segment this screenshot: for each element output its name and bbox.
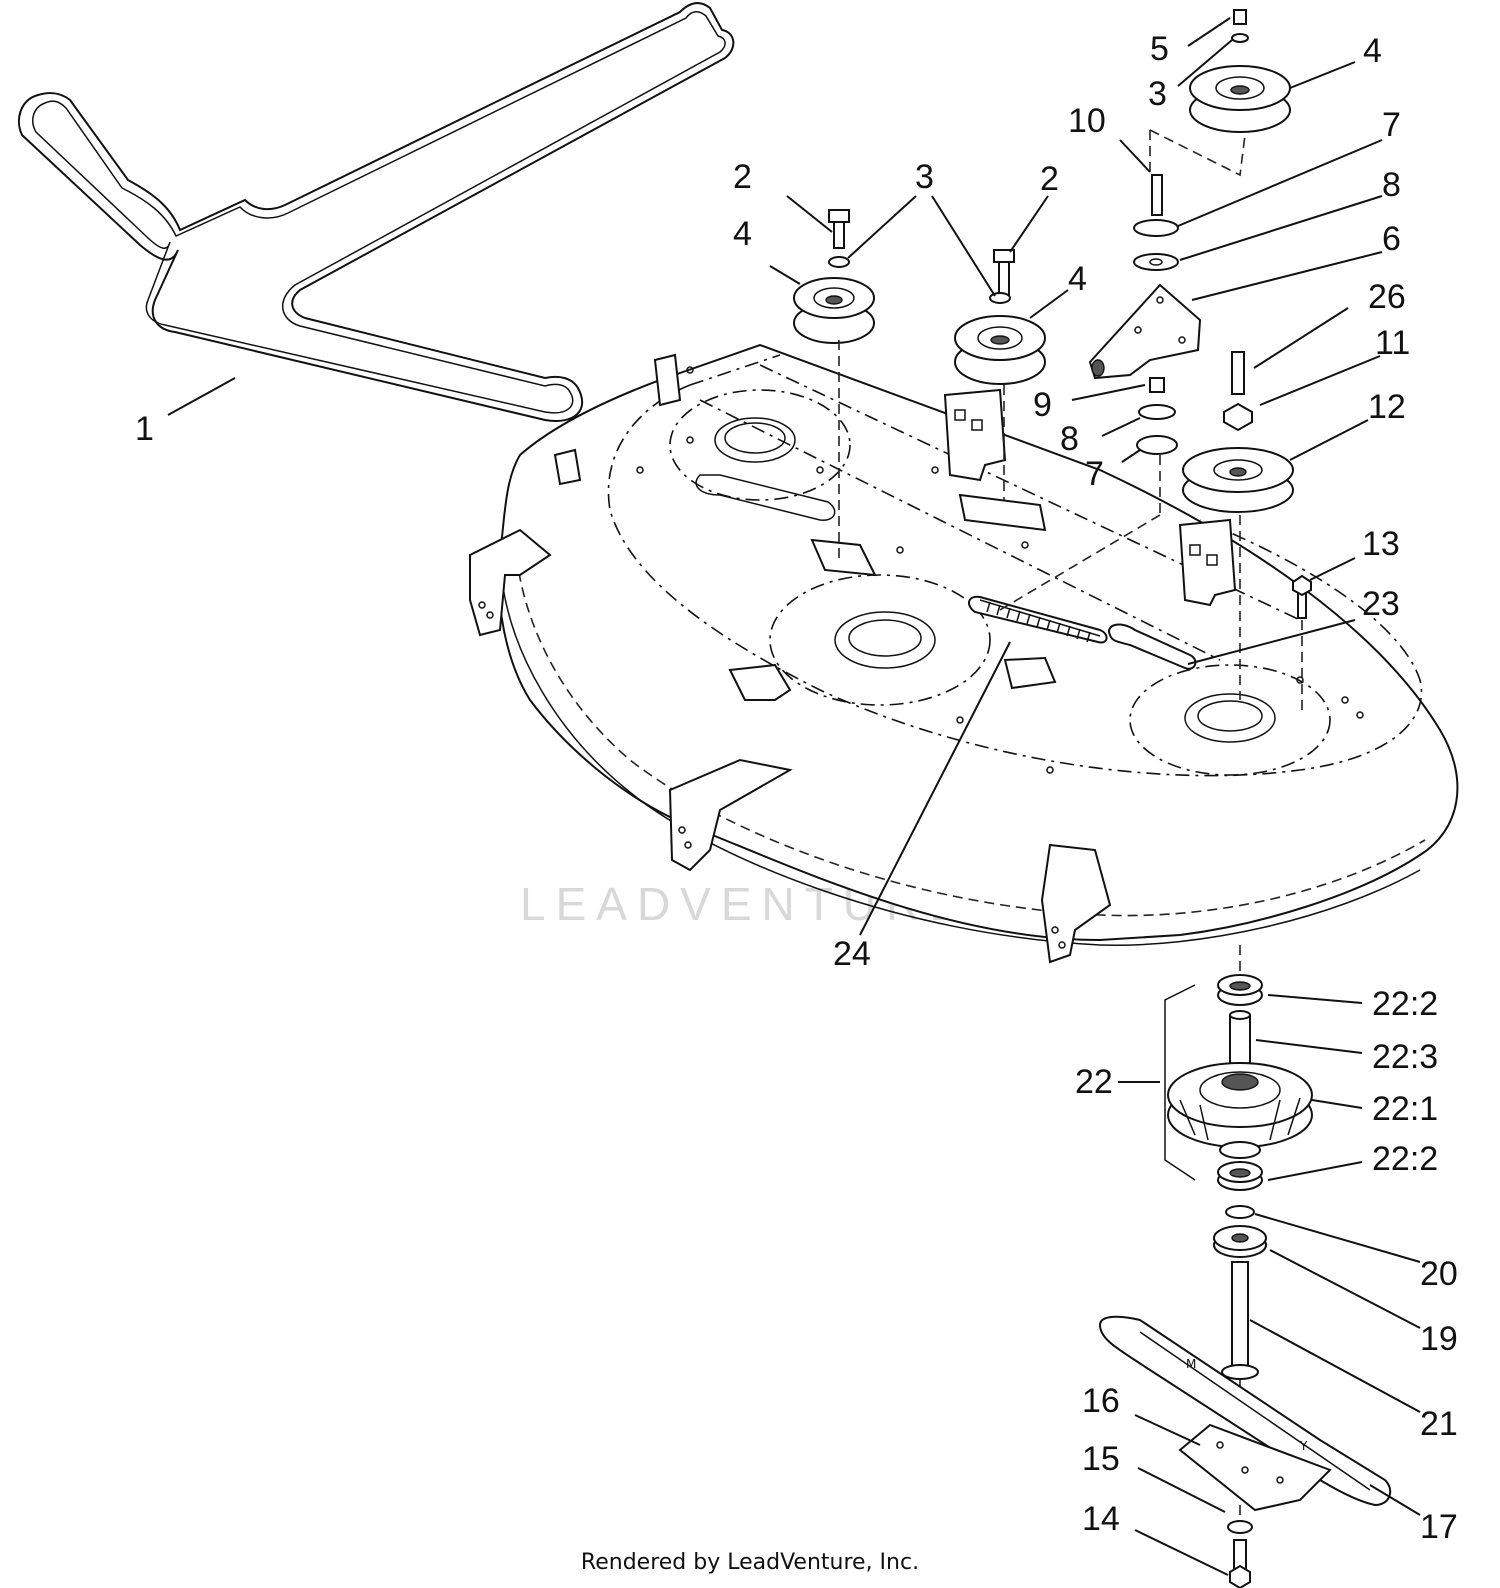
callout-10: 10: [1068, 102, 1106, 140]
callout-7-lower: 7: [1085, 455, 1104, 493]
callout-17: 17: [1420, 1508, 1458, 1546]
svg-text:Y: Y: [1299, 1439, 1308, 1453]
callout-19: 19: [1420, 1320, 1458, 1358]
svg-text:M: M: [1186, 1357, 1196, 1371]
callout-4-right: 4: [1363, 32, 1382, 70]
callout-23: 23: [1362, 585, 1400, 623]
idler-arm-assembly: [999, 174, 1312, 715]
callout-22-2-bottom: 22:2: [1372, 1140, 1438, 1178]
spindle-assembly: [1164, 945, 1313, 1410]
callout-11: 11: [1375, 324, 1410, 362]
callout-3-center: 3: [915, 158, 934, 196]
callout-13: 13: [1362, 525, 1400, 563]
blade-stiffener: [1178, 1423, 1332, 1512]
callout-24: 24: [833, 935, 871, 973]
belt: [18, 2, 735, 422]
idler-pulley-left: [793, 209, 875, 560]
mower-deck: [469, 343, 1459, 964]
idler-pulley-right: [1149, 9, 1291, 177]
callout-8-lower: 8: [1060, 420, 1079, 458]
callout-labels: 1 2 2 3 3 4 4 4 5 6 7 7 8 8 9 10 11 12 1…: [135, 30, 1458, 1546]
callout-9: 9: [1033, 386, 1052, 424]
callout-16: 16: [1082, 1382, 1120, 1420]
callout-8-top: 8: [1382, 166, 1401, 204]
callout-26: 26: [1368, 278, 1406, 316]
callout-22: 22: [1075, 1063, 1113, 1101]
callout-22-3: 22:3: [1372, 1038, 1438, 1076]
callout-4-left: 4: [733, 215, 752, 253]
callout-12: 12: [1368, 388, 1406, 426]
callout-22-1: 22:1: [1372, 1090, 1438, 1128]
leader-lines: [167, 17, 1421, 1576]
callout-1: 1: [135, 410, 154, 448]
callout-6: 6: [1382, 220, 1401, 258]
idler-pulley-center: [954, 249, 1046, 500]
callout-20: 20: [1420, 1255, 1458, 1293]
callout-3-top: 3: [1148, 75, 1167, 113]
callout-21: 21: [1420, 1405, 1458, 1443]
callout-15: 15: [1082, 1440, 1120, 1478]
callout-2-right: 2: [1040, 160, 1059, 198]
callout-22-2-top: 22:2: [1372, 985, 1438, 1023]
callout-2-left: 2: [733, 158, 752, 196]
callout-4-center: 4: [1068, 260, 1087, 298]
callout-7-top: 7: [1382, 106, 1401, 144]
mower-blade: M Y: [1098, 1315, 1392, 1507]
render-credit: Rendered by LeadVenture, Inc.: [580, 1550, 920, 1575]
callout-5: 5: [1150, 30, 1169, 68]
callout-14: 14: [1082, 1500, 1120, 1538]
blade-bolt-and-washer: [1227, 1505, 1253, 1588]
